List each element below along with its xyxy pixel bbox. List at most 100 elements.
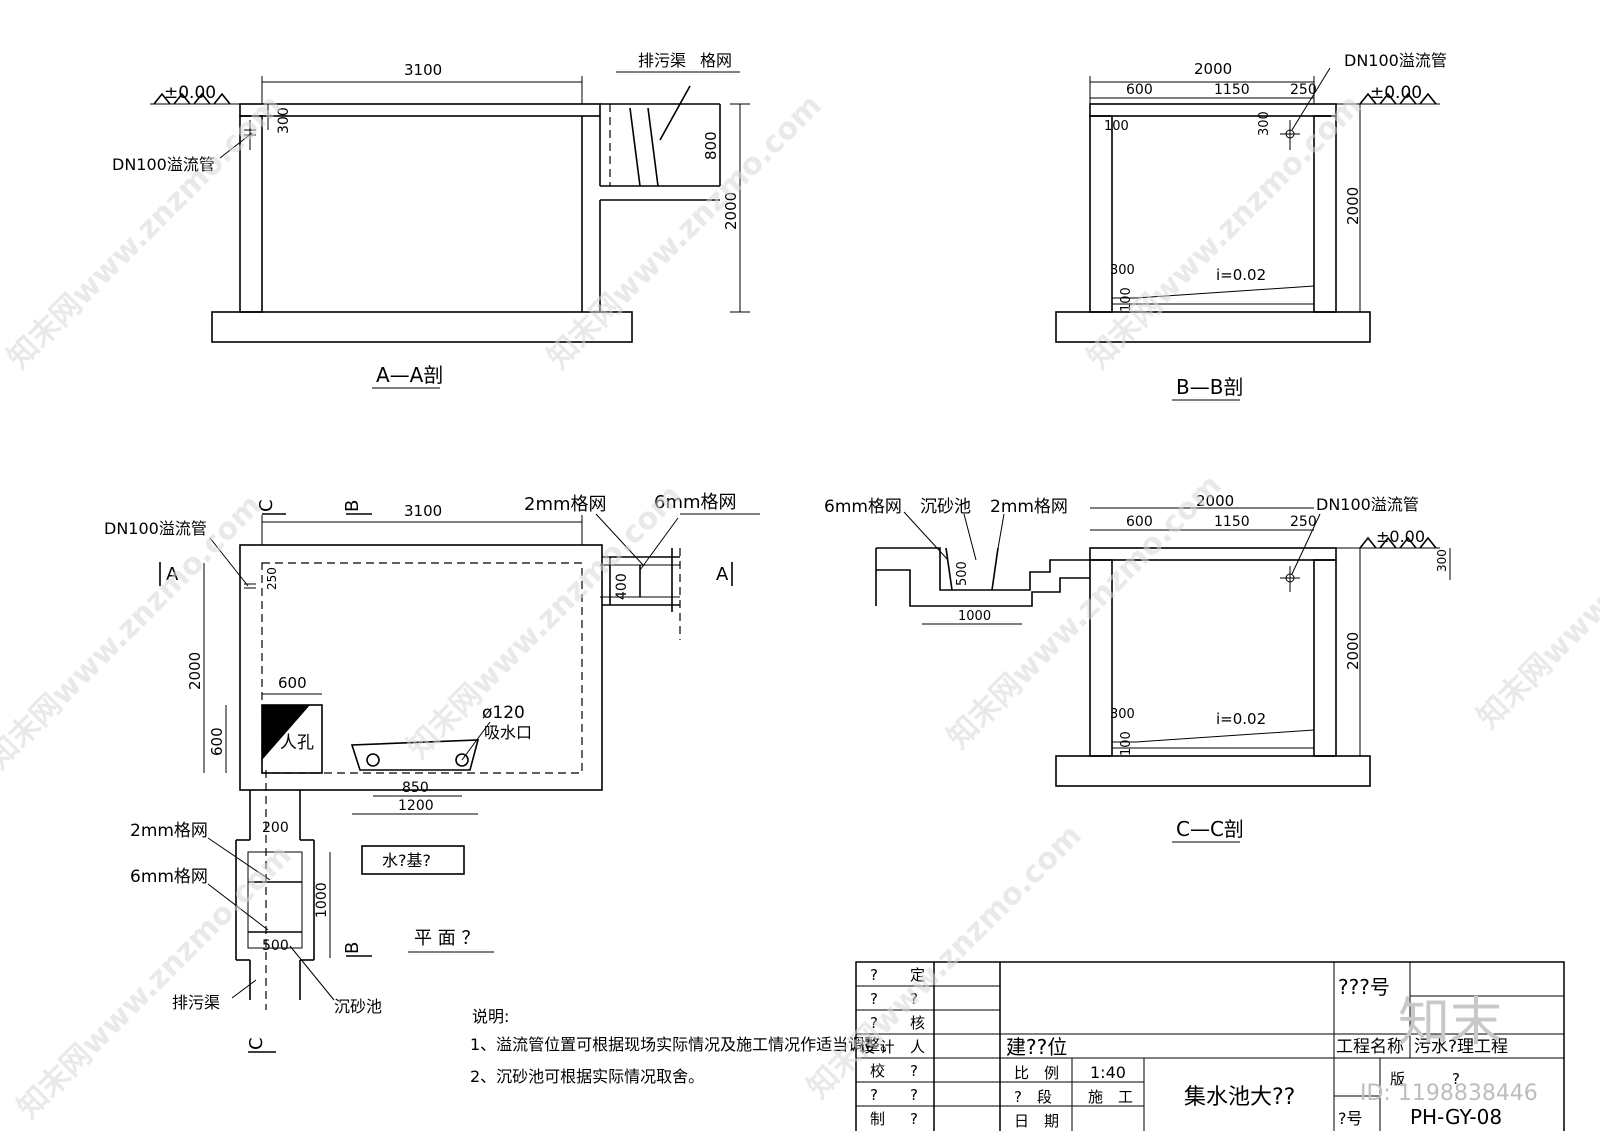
plan-channel-label: 排污渠 xyxy=(172,993,220,1012)
bb-dim-1150: 1150 xyxy=(1214,82,1250,98)
bb-top-slab xyxy=(1089,103,1337,117)
plan-tank-inner xyxy=(261,562,583,774)
watermark-1: 知末网www.znzmo.com xyxy=(1,88,289,376)
bb-dim-300-pipe: 300 xyxy=(1257,111,1272,136)
cc-grid6-label: 6mm格网 xyxy=(824,497,902,517)
cc-dim-500: 500 xyxy=(955,561,970,586)
plan-mark-b-bottom: B xyxy=(342,942,363,954)
tb-phase-label: ? 段 xyxy=(1014,1088,1052,1106)
cc-slope: i=0.02 xyxy=(1216,710,1266,728)
aa-grid-2 xyxy=(647,107,659,187)
plan-mark-c-bottom: C xyxy=(246,1037,267,1050)
cc-level: ±0.00 xyxy=(1376,527,1425,546)
bb-level: ±0.00 xyxy=(1370,83,1422,103)
bb-dim-600: 600 xyxy=(1126,82,1153,98)
tb-version-label: 版 xyxy=(1390,1070,1405,1088)
plan-dim-1200: 1200 xyxy=(398,798,434,814)
cc-dim-300b: 300 xyxy=(1110,707,1135,722)
tb-r1-a: ? xyxy=(870,990,878,1008)
plan-dim-850: 850 xyxy=(402,780,429,796)
plan-mark-b-top: B xyxy=(342,500,363,512)
aa-pipe-label: DN100溢流管 xyxy=(112,155,215,174)
watermark-logo: 知末 xyxy=(1398,993,1502,1053)
watermark-7: 知末网www.znzmo.com xyxy=(1471,448,1600,736)
manhole-hatch xyxy=(262,705,310,760)
plan-grid6-label: 6mm格网 xyxy=(654,492,737,513)
tb-scale: 1:40 xyxy=(1090,1063,1126,1082)
cc-dim-100b: 100 xyxy=(1119,731,1134,756)
notes-line1: 1、溢流管位置可根据现场实际情况及施工情况作适当调整。 xyxy=(470,1035,896,1054)
bb-dim-total: 2000 xyxy=(1194,60,1232,78)
aa-grid-label: 格网 xyxy=(700,51,732,70)
plan-dim-600v: 600 xyxy=(208,727,226,756)
plan-dim-200: 200 xyxy=(262,820,289,836)
tb-r6-a: 制 xyxy=(870,1110,885,1128)
cc-channel-top xyxy=(876,547,1090,591)
bb-dim-100-top: 100 xyxy=(1104,119,1129,134)
aa-top-slab xyxy=(239,103,601,117)
tb-drawing-title: 集水池大?? xyxy=(1184,1085,1295,1110)
bb-dim-2000v: 2000 xyxy=(1344,187,1362,225)
ground-symbol-left xyxy=(150,92,240,105)
aa-channel-label: 排污渠 xyxy=(638,51,686,70)
tb-phase: 施 工 xyxy=(1088,1088,1133,1106)
plan-mark-c-top: C xyxy=(256,499,277,512)
tb-date-label: 日 期 xyxy=(1014,1112,1059,1130)
bb-dim-100b: 100 xyxy=(1119,287,1134,312)
plan-pump-base xyxy=(350,739,480,771)
bb-slope: i=0.02 xyxy=(1216,266,1266,284)
tb-build-unit: 建??位 xyxy=(1006,1035,1067,1059)
cc-base xyxy=(1055,755,1371,787)
section-aa: ±0.00 DN100溢流管 3100 300 800 xyxy=(112,51,750,389)
plan-pump-base-label: 水?基? xyxy=(382,851,431,870)
cc-top-slab xyxy=(1089,547,1337,561)
aa-dim-300: 300 xyxy=(276,107,292,134)
cc-dim-1000: 1000 xyxy=(958,609,991,624)
plan-pipe-label: DN100溢流管 xyxy=(104,519,207,538)
watermark-id: ID: 1198838446 xyxy=(1360,1081,1538,1106)
plan-title: 平 面 ？ xyxy=(414,928,479,949)
ground-symbol-bb xyxy=(1336,92,1440,105)
cc-title: C—C剖 xyxy=(1176,817,1244,841)
cc-right-wall xyxy=(1313,559,1337,757)
tb-r0-a: ? xyxy=(870,966,878,984)
plan-dim-400: 400 xyxy=(614,573,630,600)
tb-drawing-code: PH-GY-08 xyxy=(1410,1105,1502,1129)
plan-suction-label: 吸水口 xyxy=(484,723,532,742)
tb-r3-b: 人 xyxy=(910,1038,925,1056)
ground-symbol-cc xyxy=(1336,536,1440,549)
cc-dim-total: 2000 xyxy=(1196,492,1234,510)
tb-version: ? xyxy=(1452,1070,1460,1088)
cc-dim-250: 250 xyxy=(1290,514,1317,530)
bb-title: B—B剖 xyxy=(1176,375,1243,399)
cc-dim-1150: 1150 xyxy=(1214,514,1250,530)
aa-dim-800: 800 xyxy=(702,131,720,160)
tb-r5-a: ? xyxy=(870,1086,878,1104)
cc-dim-2000v: 2000 xyxy=(1344,632,1362,670)
plan-manhole-label: 人孔 xyxy=(280,733,314,753)
aa-dim-width: 3100 xyxy=(404,61,442,79)
tb-r4-b: ? xyxy=(910,1062,918,1080)
bb-dim-250: 250 xyxy=(1290,82,1317,98)
tb-r4-a: 校 xyxy=(870,1062,885,1080)
aa-level: ±0.00 xyxy=(164,83,216,103)
title-block-frame xyxy=(855,961,1565,1131)
section-cc: i=0.02 ±0.00 2000 600 1150 250 DN100溢流管 … xyxy=(824,492,1451,843)
plan-tank-outline xyxy=(239,544,603,791)
cc-grid2-label: 2mm格网 xyxy=(990,497,1068,517)
plan-dim-600h: 600 xyxy=(278,674,307,692)
plan-view: 2mm格网 6mm格网 人孔 ø120 吸水口 850 1200 水?基? xyxy=(104,492,760,1053)
tb-r6-b: ? xyxy=(910,1110,918,1128)
aa-title: A—A剖 xyxy=(376,363,443,387)
plan-dim-3100: 3100 xyxy=(404,502,442,520)
plan-grid6b-label: 6mm格网 xyxy=(130,867,208,887)
bb-base xyxy=(1055,311,1371,343)
pump-base-label-box xyxy=(361,845,465,875)
aa-dim-2000: 2000 xyxy=(722,192,740,230)
notes-heading: 说明: xyxy=(472,1007,509,1026)
tb-drawing-code-label: ?号 xyxy=(1338,1109,1363,1128)
plan-suction-d: ø120 xyxy=(482,703,525,723)
plan-mark-a-left: A xyxy=(166,564,179,585)
cc-dim-600: 600 xyxy=(1126,514,1153,530)
plan-mark-a-right: A xyxy=(716,564,729,585)
